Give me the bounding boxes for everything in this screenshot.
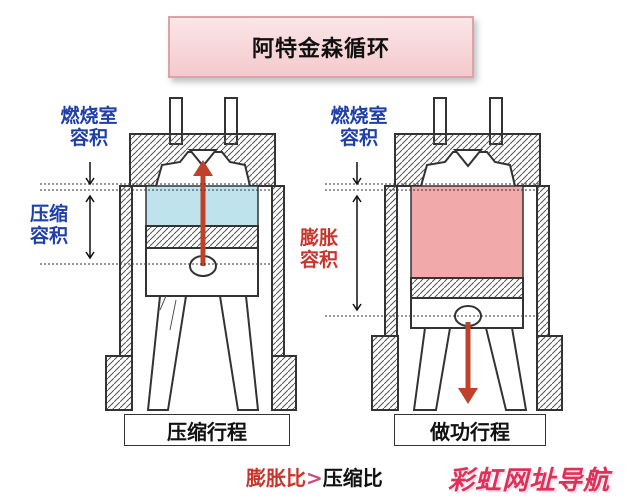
expansion-ratio-text: 膨胀比 <box>246 466 306 490</box>
compression-ratio-text: 压缩比 <box>322 466 383 490</box>
site-watermark: 彩虹网址导航 <box>448 466 611 496</box>
left-engine <box>40 97 297 411</box>
left-volume-label: 压缩 容积 <box>29 203 68 247</box>
power-stroke-label: 做功行程 <box>394 414 546 446</box>
right-volume-label: 膨胀 容积 <box>299 227 338 271</box>
expansion-volume <box>410 185 524 279</box>
compression-stroke-label: 压缩行程 <box>124 414 290 446</box>
right-chamber-label: 燃烧室 容积 <box>330 105 388 149</box>
right-engine <box>325 97 563 411</box>
greater-than-sign: > <box>306 466 323 490</box>
ratio-formula: 膨胀比>压缩比 <box>246 462 383 491</box>
diagram-title: 阿特金森循环 <box>168 16 474 78</box>
left-chamber-label: 燃烧室 容积 <box>60 105 118 149</box>
